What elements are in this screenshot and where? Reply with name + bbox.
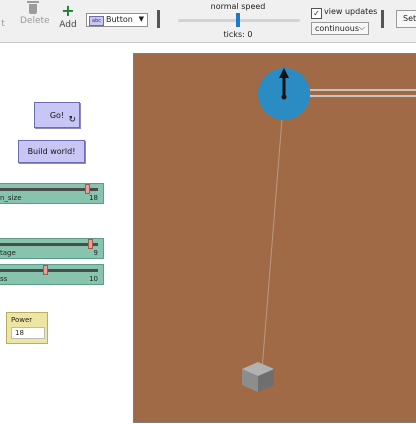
settings-label: Set (403, 14, 416, 23)
monitor-value: 18 (11, 327, 45, 339)
toolbar-separator (157, 10, 160, 28)
slider-thumb[interactable] (85, 184, 90, 194)
slider-value: 10 (89, 275, 98, 283)
slider-thumb[interactable] (43, 265, 48, 275)
box-icon (242, 362, 274, 392)
speed-label: normal speed (210, 2, 266, 11)
widget-type-select[interactable]: abc Button ▼ (86, 13, 148, 27)
forever-icon: ↻ (68, 115, 76, 125)
rope-line (261, 93, 285, 371)
slider-name: ss (0, 275, 8, 283)
build-world-button[interactable]: Build world! (18, 140, 85, 163)
slider-n-size[interactable]: n_size 18 (0, 183, 104, 204)
slider-ss[interactable]: ss 10 (0, 264, 104, 285)
add-button[interactable]: + Add (58, 1, 78, 31)
add-label: Add (59, 20, 77, 30)
toolbar: t Delete + Add abc Button ▼ normal speed… (0, 0, 416, 43)
chevron-down-icon: ⌵ (358, 23, 365, 32)
view-updates-checkbox[interactable]: ✓ (311, 8, 322, 19)
monitor-label: Power (11, 316, 33, 324)
update-mode-value: continuous (315, 24, 359, 33)
go-button-label: Go! (49, 111, 65, 120)
slider-track (0, 243, 98, 246)
delete-button[interactable]: Delete (20, 1, 50, 26)
speed-slider-thumb[interactable] (236, 13, 240, 27)
slider-name: n_size (0, 194, 22, 202)
update-mode-select[interactable]: continuous ⌵ (311, 22, 369, 35)
widget-type-value: Button (106, 15, 133, 24)
plus-icon: + (61, 1, 75, 20)
edit-label: t (1, 19, 5, 29)
build-world-label: Build world! (27, 147, 76, 156)
power-monitor: Power 18 (6, 312, 48, 344)
world-canvas (242, 68, 416, 392)
view-updates-label: view updates (324, 7, 378, 16)
go-button[interactable]: Go! ↻ (34, 102, 80, 128)
view-updates-toggle[interactable]: ✓view updates (311, 7, 377, 19)
ticks-counter: ticks: 0 (223, 30, 253, 39)
slider-track (0, 269, 98, 272)
settings-button[interactable]: Set (396, 10, 416, 28)
world-view[interactable] (133, 53, 416, 423)
dropdown-caret-icon: ▼ (138, 15, 144, 23)
slider-tage[interactable]: tage 9 (0, 238, 104, 259)
button-widget-icon: abc (89, 16, 104, 26)
slider-track (0, 188, 98, 191)
slider-value: 18 (89, 194, 98, 202)
toolbar-separator-2 (381, 10, 384, 28)
slider-value: 9 (93, 249, 98, 257)
trash-icon (27, 1, 39, 14)
slider-name: tage (0, 249, 16, 257)
delete-label: Delete (20, 16, 50, 26)
edit-button[interactable]: t (0, 4, 6, 29)
slider-thumb[interactable] (88, 239, 93, 249)
arrow-up-icon (279, 68, 289, 100)
